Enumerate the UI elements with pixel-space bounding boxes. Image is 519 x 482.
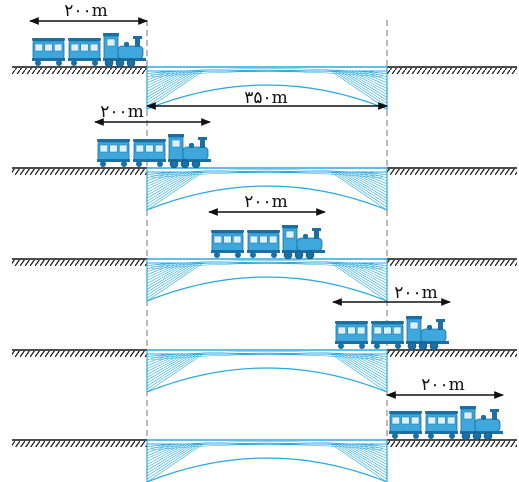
train-4 xyxy=(335,316,449,351)
ground-2 xyxy=(12,167,517,175)
ground-3 xyxy=(12,258,517,266)
train-2 xyxy=(97,134,211,169)
ground-5 xyxy=(12,439,517,447)
bridge-2 xyxy=(146,167,388,211)
ground-1 xyxy=(12,66,517,74)
frame-4-train-length-label: ۲۰۰m xyxy=(394,283,438,303)
frame-5-train-length-label: ۲۰۰m xyxy=(421,375,465,395)
bridge-3 xyxy=(146,258,388,302)
train-3 xyxy=(211,225,325,260)
frame-1-train-length-label: ۲۰۰m xyxy=(64,1,108,21)
frame-3-train-length-label: ۲۰۰m xyxy=(244,192,288,212)
frame-2-train-length-label: ۲۰۰m xyxy=(100,102,144,122)
ground-4 xyxy=(12,349,517,357)
bridge-length-label: ۳۵۰m xyxy=(244,88,288,108)
frames-layer xyxy=(12,17,517,482)
bridge-4 xyxy=(146,349,388,393)
bridge-5 xyxy=(146,439,388,482)
bridge-1 xyxy=(146,66,388,110)
train-1 xyxy=(32,33,146,68)
train-5 xyxy=(389,406,503,441)
